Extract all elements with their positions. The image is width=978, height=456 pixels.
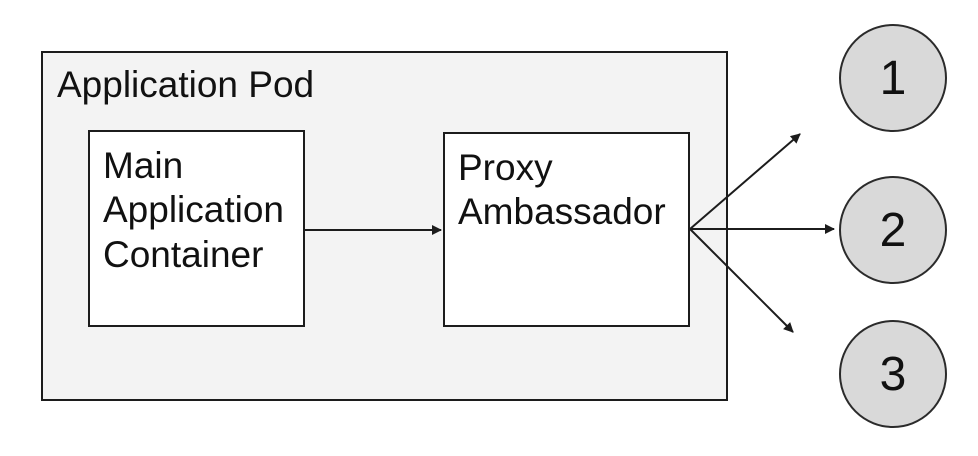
endpoint-circle-3: 3: [839, 320, 947, 428]
node-main-application-container-label: Main Application Container: [103, 145, 285, 275]
endpoint-circle-2: 2: [839, 176, 947, 284]
application-pod-label: Application Pod: [57, 64, 315, 105]
endpoint-3-label: 3: [879, 347, 907, 401]
endpoint-1-label: 1: [879, 51, 907, 105]
node-main-application-container: Main Application Container: [88, 130, 305, 327]
node-proxy-ambassador-label: Proxy Ambassador: [458, 147, 666, 233]
endpoint-circle-1: 1: [839, 24, 947, 132]
node-proxy-ambassador: Proxy Ambassador: [443, 132, 690, 327]
endpoint-2-label: 2: [879, 203, 907, 257]
